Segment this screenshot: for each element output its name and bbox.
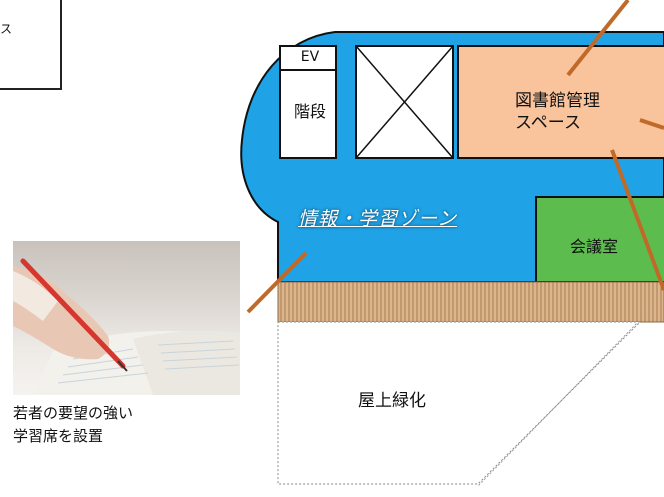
library-label: 図書館管理 スペース [515,90,600,134]
library-label-line1: 図書館管理 [515,91,600,111]
terrace-strip [277,281,664,323]
zone-label: 情報・学習ゾーン [298,208,458,230]
study-photo [13,241,240,395]
photo-caption: 若者の要望の強い 学習席を設置 [13,402,213,448]
callout-box: ス [0,0,62,90]
rooftop-label: 屋上緑化 [358,391,426,411]
meeting-room [535,196,664,283]
leader-line-right [639,118,664,130]
rooftop-greening-area [277,321,642,485]
library-space [457,45,664,159]
callout-text: ス [0,22,13,36]
elevator-box [279,45,337,71]
caption-line2: 学習席を設置 [13,427,104,445]
ev-label: EV [300,49,320,65]
caption-line1: 若者の要望の強い [13,404,134,422]
stairs-box [279,69,337,159]
leader-line-top [566,0,630,77]
library-label-line2: スペース [515,113,581,133]
leader-line-photo [246,251,308,314]
leader-line-diagonal [610,149,664,291]
meeting-room-label: 会議室 [570,237,619,256]
stairs-label: 階段 [293,102,326,121]
